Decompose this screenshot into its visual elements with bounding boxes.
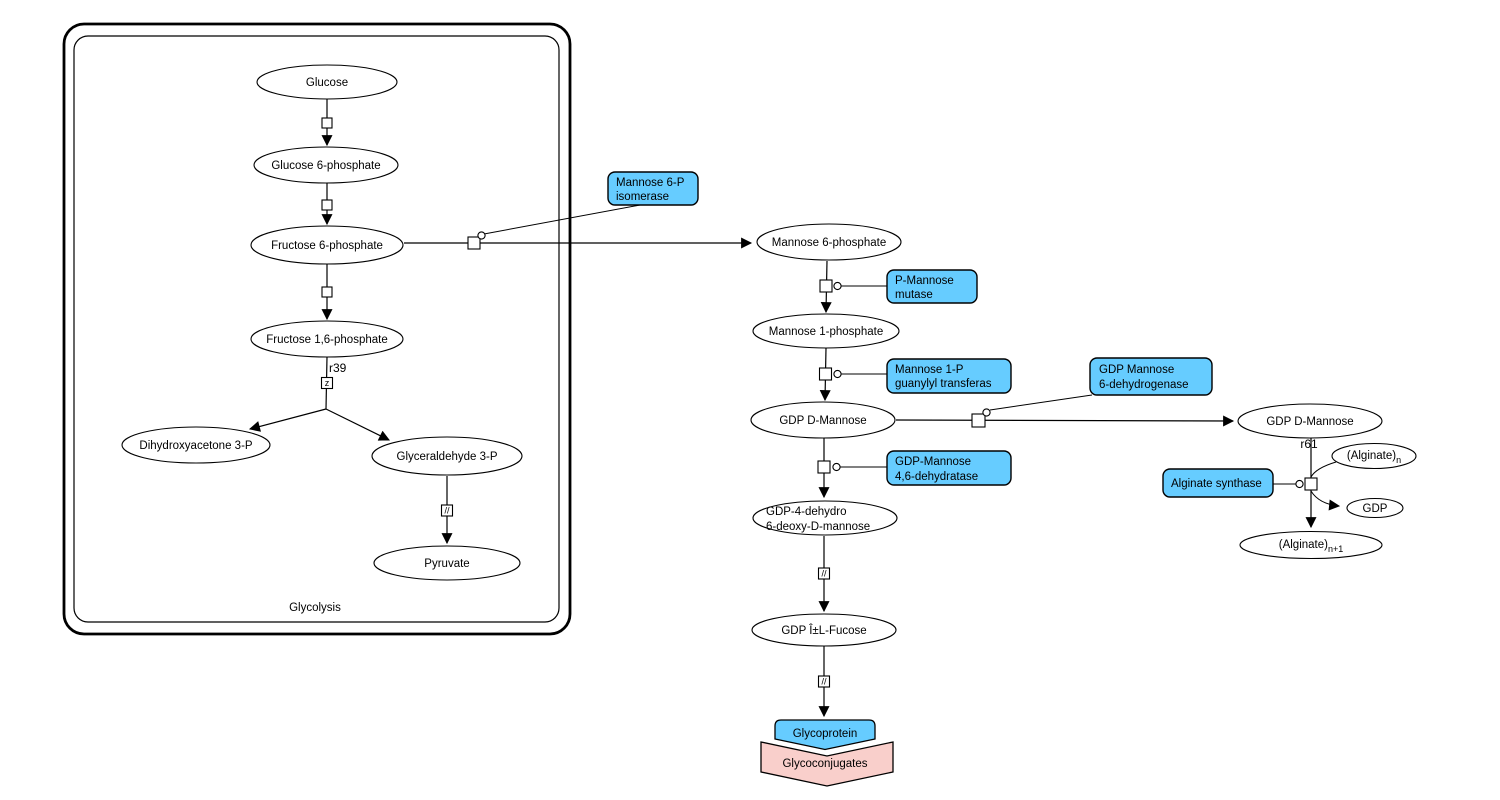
process-r61-alginate[interactable] bbox=[1304, 477, 1318, 491]
enzyme-label-line2: 4,6-dehydratase bbox=[895, 471, 978, 483]
process-gdpmannose-dehydrogenase[interactable] bbox=[971, 413, 986, 428]
compartment-outer-border bbox=[62, 22, 572, 636]
species-gdp-4-dehydro-6-deoxy-d-mannose[interactable]: GDP-4-dehydro 6-deoxy-D-mannose bbox=[752, 500, 898, 536]
process-omitted-pyruvate[interactable] bbox=[440, 504, 454, 517]
process-f6p-mannose6p[interactable] bbox=[467, 236, 481, 250]
catalysis-anchor-circle bbox=[833, 369, 842, 379]
enzyme-label-line1: P-Mannose bbox=[895, 275, 954, 287]
process-gdpmannose-dehydro[interactable] bbox=[817, 460, 831, 474]
species-label: GDP D-Mannose bbox=[779, 415, 866, 427]
species-nodes: Glucose Glucose 6-phosphate Fructose 6-p… bbox=[121, 64, 1417, 647]
process-omitted-glycoprotein[interactable] bbox=[817, 675, 831, 688]
species-dihydroxyacetone-3-p[interactable]: Dihydroxyacetone 3-P bbox=[121, 426, 271, 464]
edge-branch-to-dihydroxyacetone[interactable] bbox=[248, 408, 327, 432]
catalysis-anchor-circle bbox=[982, 408, 991, 417]
glycoconjugates-group: Glycoprotein Glycoconjugates bbox=[760, 719, 894, 787]
species-alginate-n1[interactable]: (Alginate)n+1 bbox=[1239, 530, 1383, 560]
species-label: Fructose 6-phosphate bbox=[271, 240, 383, 252]
species-mannose-1-phosphate[interactable]: Mannose 1-phosphate bbox=[752, 313, 900, 349]
compartment-glycolysis[interactable]: Glycolysis bbox=[62, 22, 572, 636]
process-glucose-g6p[interactable] bbox=[321, 117, 333, 129]
species-label: Glucose 6-phosphate bbox=[271, 160, 380, 172]
enzyme-label-line2: mutase bbox=[895, 289, 933, 301]
enzyme-label-line2: guanylyl transferas bbox=[895, 378, 992, 390]
species-label: GDP Î±L-Fucose bbox=[781, 624, 866, 637]
glycoconjugates-label: Glycoconjugates bbox=[782, 758, 867, 770]
enzyme-mannose-6p-isomerase[interactable]: Mannose 6-P isomerase bbox=[607, 171, 699, 206]
truncated-glyph: z bbox=[325, 378, 330, 388]
process-nodes: z // // // r39 r61 bbox=[320, 117, 1318, 688]
process-r39-truncated[interactable] bbox=[320, 376, 334, 390]
catalysis-anchor-circle bbox=[477, 231, 486, 240]
species-label: Glucose bbox=[306, 77, 348, 89]
enzyme-alginate-synthase[interactable]: Alginate synthase bbox=[1162, 468, 1274, 498]
enzyme-label-line1: Mannose 1-P bbox=[895, 364, 964, 376]
edge-gdpmannose-to-gdpmannose2[interactable] bbox=[895, 415, 1235, 427]
species-fructose-6-phosphate[interactable]: Fructose 6-phosphate bbox=[250, 225, 404, 265]
enzyme-label-line2: 6-dehydrogenase bbox=[1099, 379, 1189, 391]
species-label: (Alginate)n+1 bbox=[1279, 539, 1344, 554]
enzyme-label-line1: Mannose 6-P bbox=[616, 177, 685, 189]
species-glucose-6-phosphate[interactable]: Glucose 6-phosphate bbox=[253, 146, 399, 184]
glycoprotein-label: Glycoprotein bbox=[793, 728, 858, 740]
species-label: Mannose 6-phosphate bbox=[772, 237, 886, 249]
species-glyceraldehyde-3-p[interactable]: Glyceraldehyde 3-P bbox=[371, 436, 523, 476]
catalysis-mannose6p-isomerase[interactable] bbox=[483, 204, 641, 235]
species-glycoconjugates[interactable] bbox=[760, 741, 894, 787]
edge-branch-to-glyceraldehyde[interactable] bbox=[325, 408, 390, 441]
species-label-line1: GDP-4-dehydro bbox=[766, 506, 847, 518]
species-label: Dihydroxyacetone 3-P bbox=[139, 440, 252, 452]
species-label: Mannose 1-phosphate bbox=[769, 326, 883, 338]
species-label: GDP D-Mannose bbox=[1266, 416, 1353, 428]
omitted-glyph: // bbox=[444, 506, 450, 516]
enzyme-gdp-mannose-6-dehydrogenase[interactable]: GDP Mannose 6-dehydrogenase bbox=[1089, 357, 1213, 396]
process-g6p-f6p[interactable] bbox=[321, 199, 333, 211]
edge-r61-to-gdp[interactable] bbox=[1310, 490, 1341, 511]
species-label: GDP bbox=[1363, 503, 1388, 515]
species-gdp-d-mannose-2[interactable]: GDP D-Mannose bbox=[1237, 403, 1383, 439]
enzyme-nodes: Mannose 6-P isomerase P-Mannose mutase M… bbox=[607, 171, 1274, 498]
species-label: Fructose 1,6-phosphate bbox=[266, 334, 387, 346]
species-label: Pyruvate bbox=[424, 558, 469, 570]
species-gdp-d-mannose[interactable]: GDP D-Mannose bbox=[750, 401, 896, 439]
catalysis-anchor-circle bbox=[832, 462, 841, 472]
species-mannose-6-phosphate[interactable]: Mannose 6-phosphate bbox=[756, 223, 902, 261]
catalysis-anchor-circle bbox=[1295, 479, 1304, 489]
species-glucose[interactable]: Glucose bbox=[256, 64, 398, 100]
omitted-glyph: // bbox=[821, 677, 827, 687]
enzyme-label: Alginate synthase bbox=[1171, 478, 1262, 490]
process-mannose1p-gdpmannose[interactable] bbox=[818, 367, 833, 381]
enzyme-label-line2: isomerase bbox=[616, 191, 669, 203]
species-label-line2: 6-deoxy-D-mannose bbox=[766, 521, 870, 533]
enzyme-label-line1: GDP Mannose bbox=[1099, 364, 1174, 376]
enzyme-p-mannose-mutase[interactable]: P-Mannose mutase bbox=[886, 269, 978, 304]
species-gdp[interactable]: GDP bbox=[1346, 497, 1404, 519]
process-omitted-fucose[interactable] bbox=[817, 567, 831, 580]
species-label: Glyceraldehyde 3-P bbox=[397, 451, 498, 463]
species-gdp-al-fucose[interactable]: GDP Î±L-Fucose bbox=[751, 613, 897, 647]
species-fructose-1-6-phosphate[interactable]: Fructose 1,6-phosphate bbox=[250, 320, 404, 358]
species-label: (Alginate)n bbox=[1347, 450, 1401, 465]
enzyme-mannose-1p-guanylyl-transferase[interactable]: Mannose 1-P guanylyl transferas bbox=[886, 358, 1012, 394]
reaction-id-r39: r39 bbox=[329, 361, 347, 375]
edge-alginate-n-to-r61[interactable] bbox=[1310, 461, 1337, 478]
compartment-inner-border bbox=[73, 35, 560, 623]
reaction-id-r61: r61 bbox=[1300, 437, 1318, 451]
species-glycoprotein[interactable] bbox=[774, 719, 876, 751]
enzyme-label-line1: GDP-Mannose bbox=[895, 456, 971, 468]
omitted-glyph: // bbox=[821, 569, 827, 579]
process-f6p-f16p[interactable] bbox=[321, 286, 333, 298]
enzyme-gdp-mannose-4-6-dehydratase[interactable]: GDP-Mannose 4,6-dehydratase bbox=[886, 450, 1012, 486]
catalysis-dehydrogenase[interactable] bbox=[989, 394, 1093, 411]
process-mannose6p-mannose1p[interactable] bbox=[819, 279, 833, 293]
catalysis-anchor-circle bbox=[833, 281, 842, 291]
species-pyruvate[interactable]: Pyruvate bbox=[373, 545, 521, 581]
species-alginate-n[interactable]: (Alginate)n bbox=[1331, 442, 1417, 470]
compartment-label: Glycolysis bbox=[289, 602, 341, 614]
